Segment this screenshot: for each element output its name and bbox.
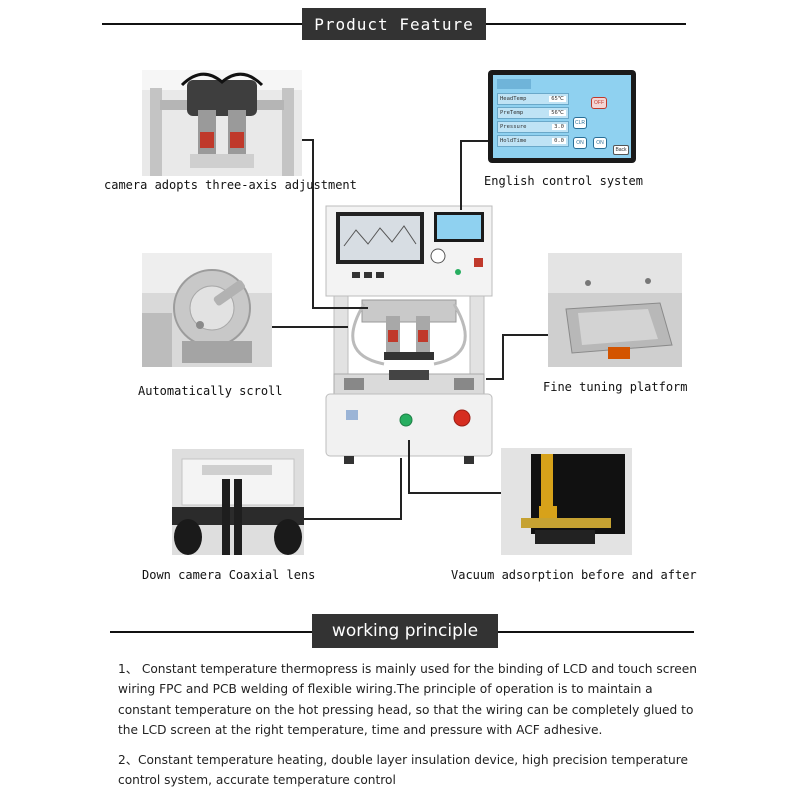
connector-platform-h2 [502, 334, 548, 336]
coaxial-lens-photo [172, 449, 304, 555]
screen-row-label: HeadTemp [500, 96, 527, 102]
connector-camera-h2 [312, 307, 368, 309]
screen-row-label: HoldTime [500, 138, 527, 144]
working-principle-banner: working principle [312, 614, 498, 648]
principle-paragraph-2: 2、Constant temperature heating, double l… [118, 753, 688, 788]
screen-on-button-2[interactable]: ON [593, 137, 607, 149]
screen-row: PreTemp 56℃ [497, 107, 569, 119]
connector-vacuum-v [408, 440, 410, 494]
caption-english-control: English control system [484, 174, 643, 188]
top-rule-left [102, 23, 302, 25]
caption-coaxial-lens: Down camera Coaxial lens [142, 568, 316, 582]
principle-paragraph-1: 1、 Constant temperature thermopress is m… [118, 662, 697, 737]
machine-image [324, 204, 494, 466]
connector-camera-h [302, 139, 314, 141]
caption-fine-tuning: Fine tuning platform [543, 380, 688, 394]
screen-row-value[interactable]: 56℃ [549, 110, 566, 116]
screen-row-label: Pressure [500, 124, 527, 130]
connector-camera-v [312, 139, 314, 309]
screen-row-value[interactable]: 0.0 [552, 138, 566, 144]
product-feature-banner: Product Feature [302, 8, 486, 40]
caption-vacuum: Vacuum adsorption before and after [451, 568, 697, 582]
camera-photo [142, 70, 302, 176]
connector-platform-h [486, 378, 504, 380]
screen-on-button-1[interactable]: ON [573, 137, 587, 149]
caption-auto-scroll: Automatically scroll [138, 384, 283, 398]
screen-off-button[interactable]: OFF [591, 97, 607, 109]
scroll-knob-photo [142, 253, 272, 367]
mid-rule-right [498, 631, 694, 633]
screen-logo [497, 79, 531, 89]
caption-camera-adjust: camera adopts three-axis adjustment [104, 178, 357, 192]
connector-scroll [272, 326, 348, 328]
vacuum-photo [501, 448, 632, 555]
working-principle-title: working principle [331, 621, 479, 641]
connector-lens-v [400, 458, 402, 520]
connector-control-h [460, 140, 488, 142]
connector-platform-v [502, 334, 504, 380]
screen-row: HeadTemp 65℃ [497, 93, 569, 105]
screen-clr-button[interactable]: CLR [573, 117, 587, 129]
mid-rule-left [110, 631, 312, 633]
screen-row: HoldTime 0.0 [497, 135, 569, 147]
platform-photo [548, 253, 682, 367]
screen-row: Pressure 3.0 [497, 121, 569, 133]
screen-row-value[interactable]: 65℃ [549, 96, 566, 102]
product-feature-title: Product Feature [314, 14, 474, 34]
screen-back-button[interactable]: Back [613, 145, 629, 155]
screen-row-label: PreTemp [500, 110, 524, 116]
connector-control-v [460, 140, 462, 210]
connector-lens-h [304, 518, 402, 520]
screen-row-value[interactable]: 3.0 [552, 124, 566, 130]
top-rule-right [486, 23, 686, 25]
connector-vacuum-h [408, 492, 501, 494]
